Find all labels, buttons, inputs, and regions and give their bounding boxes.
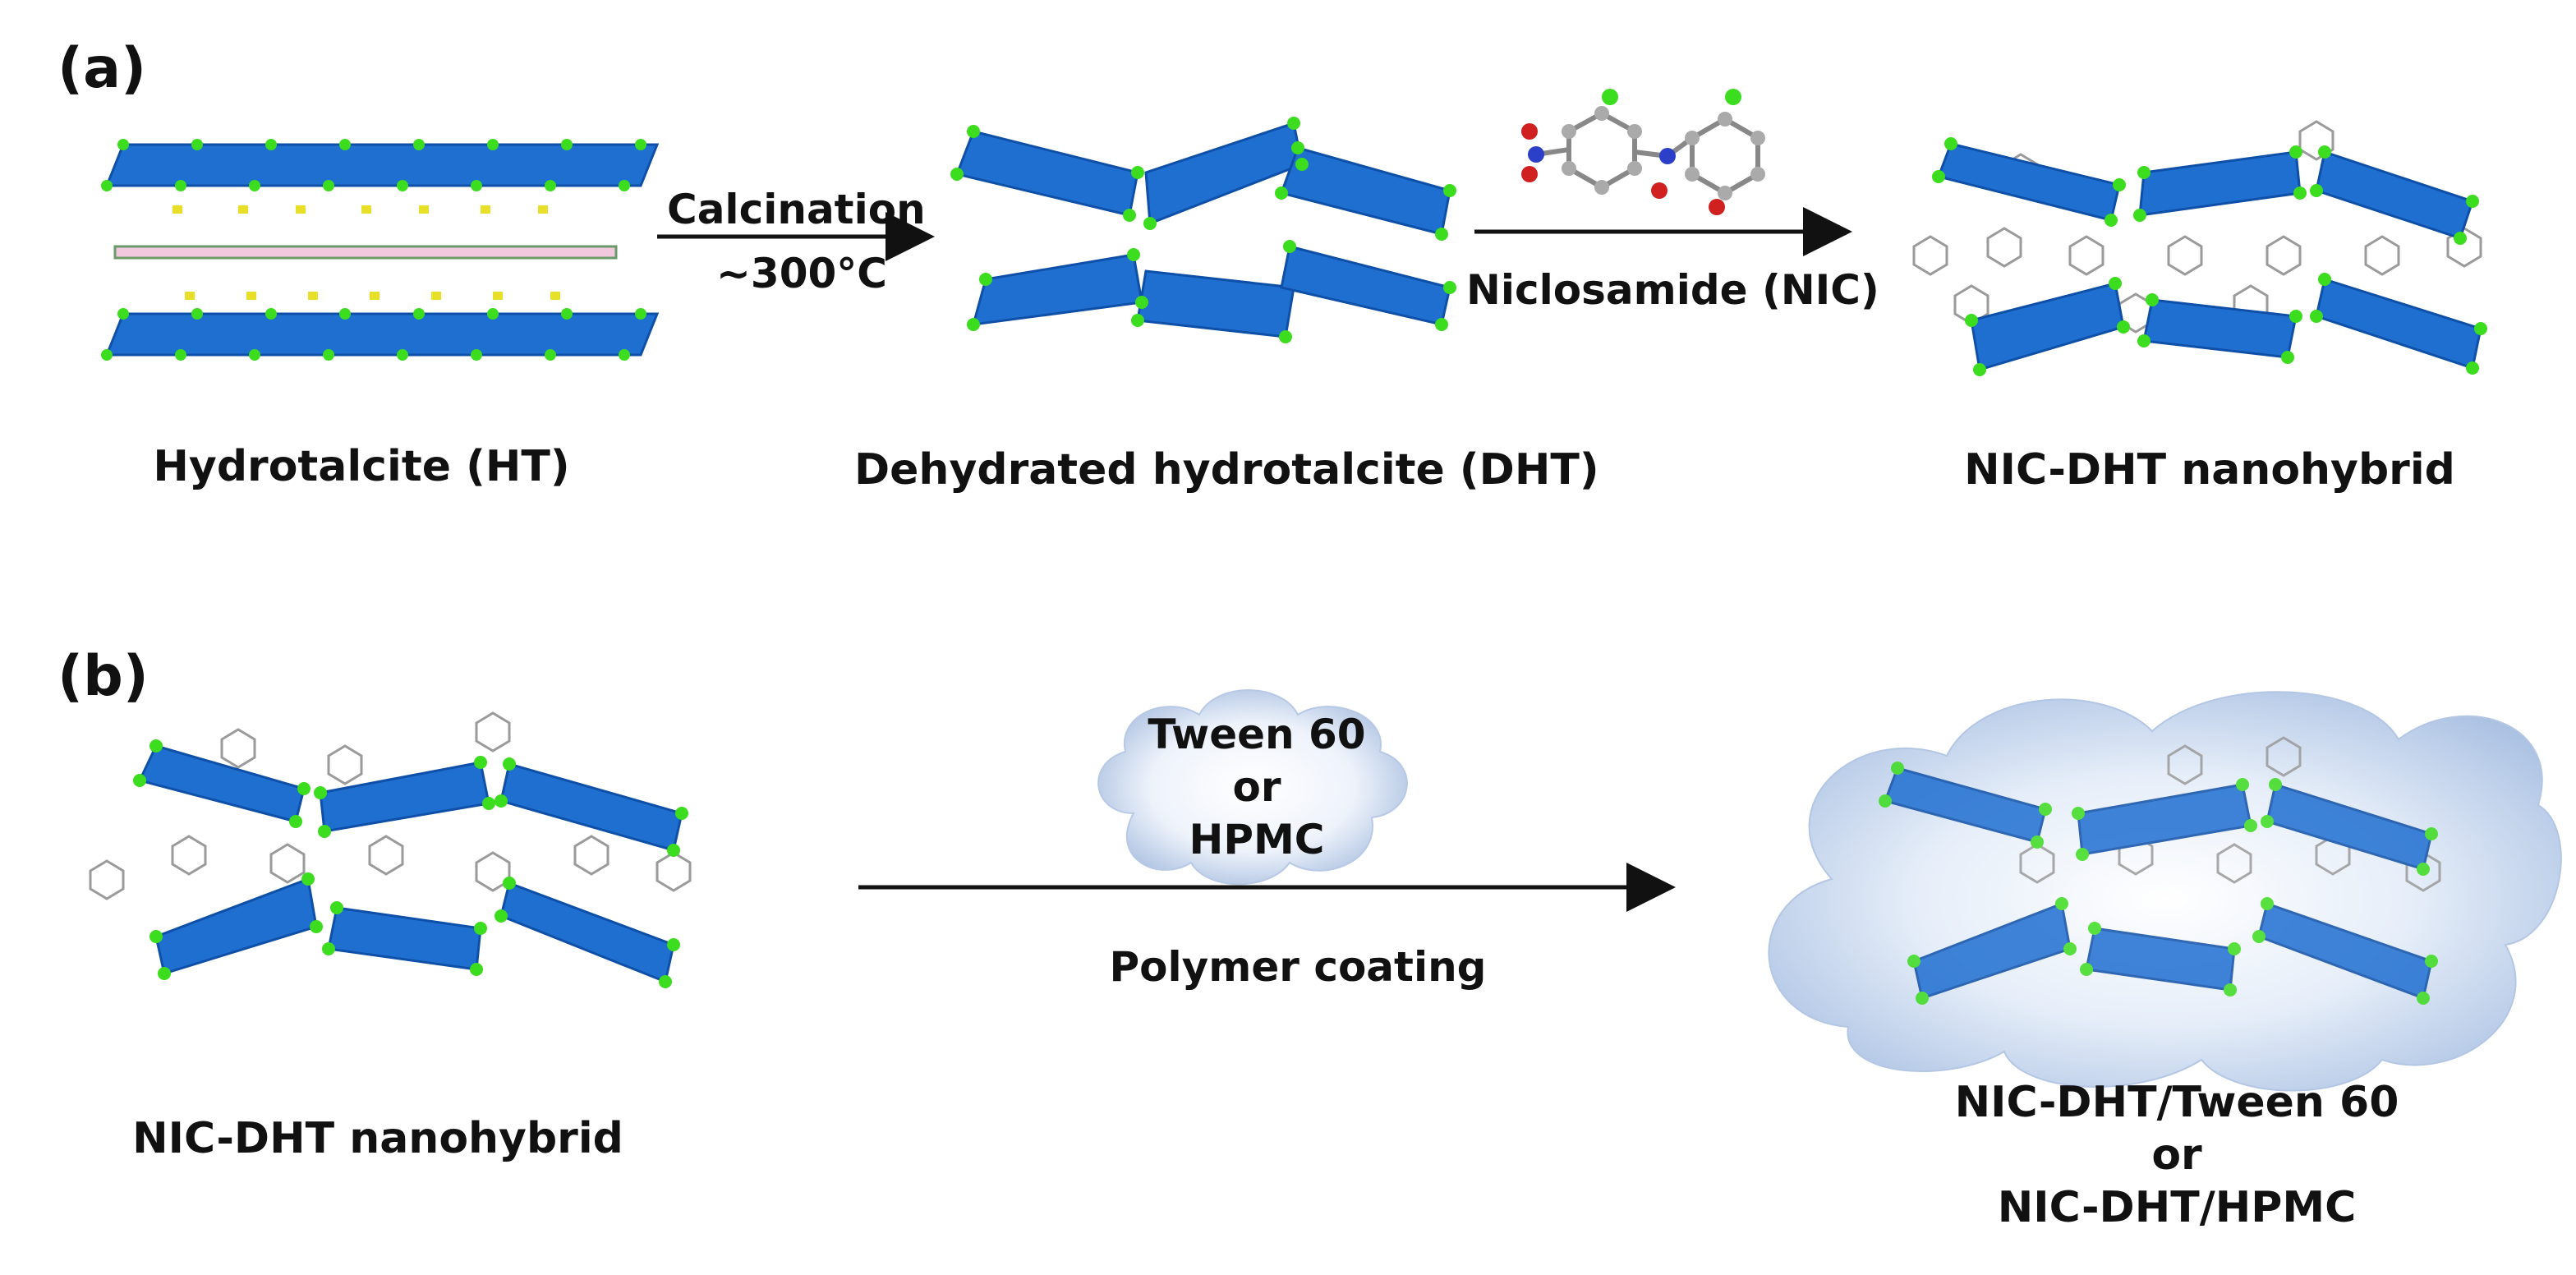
cloud-label: Tween 60 or HPMC (1134, 708, 1380, 866)
hybrid-a-drug-molecules (1912, 120, 2482, 334)
panel-label-a: (a) (58, 36, 147, 101)
coating-cloud (1768, 691, 2562, 1092)
nic-molecule (1521, 89, 1765, 215)
caption-coated-line-2: or (2151, 1130, 2202, 1180)
ht-interlayer (113, 245, 618, 260)
caption-dht: Dehydrated hydrotalcite (DHT) (854, 445, 1599, 495)
caption-ht: Hydrotalcite (HT) (153, 442, 570, 491)
dht-atoms (950, 117, 1456, 343)
ht-top-sheet (104, 143, 660, 187)
panel-label-b: (b) (58, 644, 149, 709)
ht-anions (172, 205, 560, 300)
polymer-coating-label: Polymer coating (1109, 943, 1487, 991)
ht-atoms (101, 139, 646, 361)
caption-coated-line-1: NIC-DHT/Tween 60 (1954, 1078, 2399, 1127)
caption-coated-line-3: NIC-DHT/HPMC (1997, 1183, 2357, 1232)
niclosamide-label: Niclosamide (NIC) (1466, 266, 1879, 314)
hybrid-a-structure (1912, 120, 2487, 376)
calcination-label: Calcination (667, 186, 926, 233)
cloud-line-2: or (1232, 763, 1281, 811)
hybrid-b-structure (89, 711, 692, 988)
temperature-label: ~300°C (716, 250, 887, 297)
cloud-line-3: HPMC (1189, 816, 1325, 863)
caption-hybrid-b: NIC-DHT nanohybrid (132, 1114, 623, 1163)
caption-hybrid-a: NIC-DHT nanohybrid (1964, 445, 2455, 495)
ht-bottom-sheet (104, 312, 660, 357)
caption-coated: NIC-DHT/Tween 60 or NIC-DHT/HPMC (1922, 1076, 2431, 1234)
cloud-line-1: Tween 60 (1148, 711, 1366, 758)
polymer-cloud (1097, 689, 1408, 886)
ht-structure (101, 139, 660, 361)
dht-structure (954, 122, 1451, 338)
coated-hybrid-structure (1879, 736, 2441, 1005)
